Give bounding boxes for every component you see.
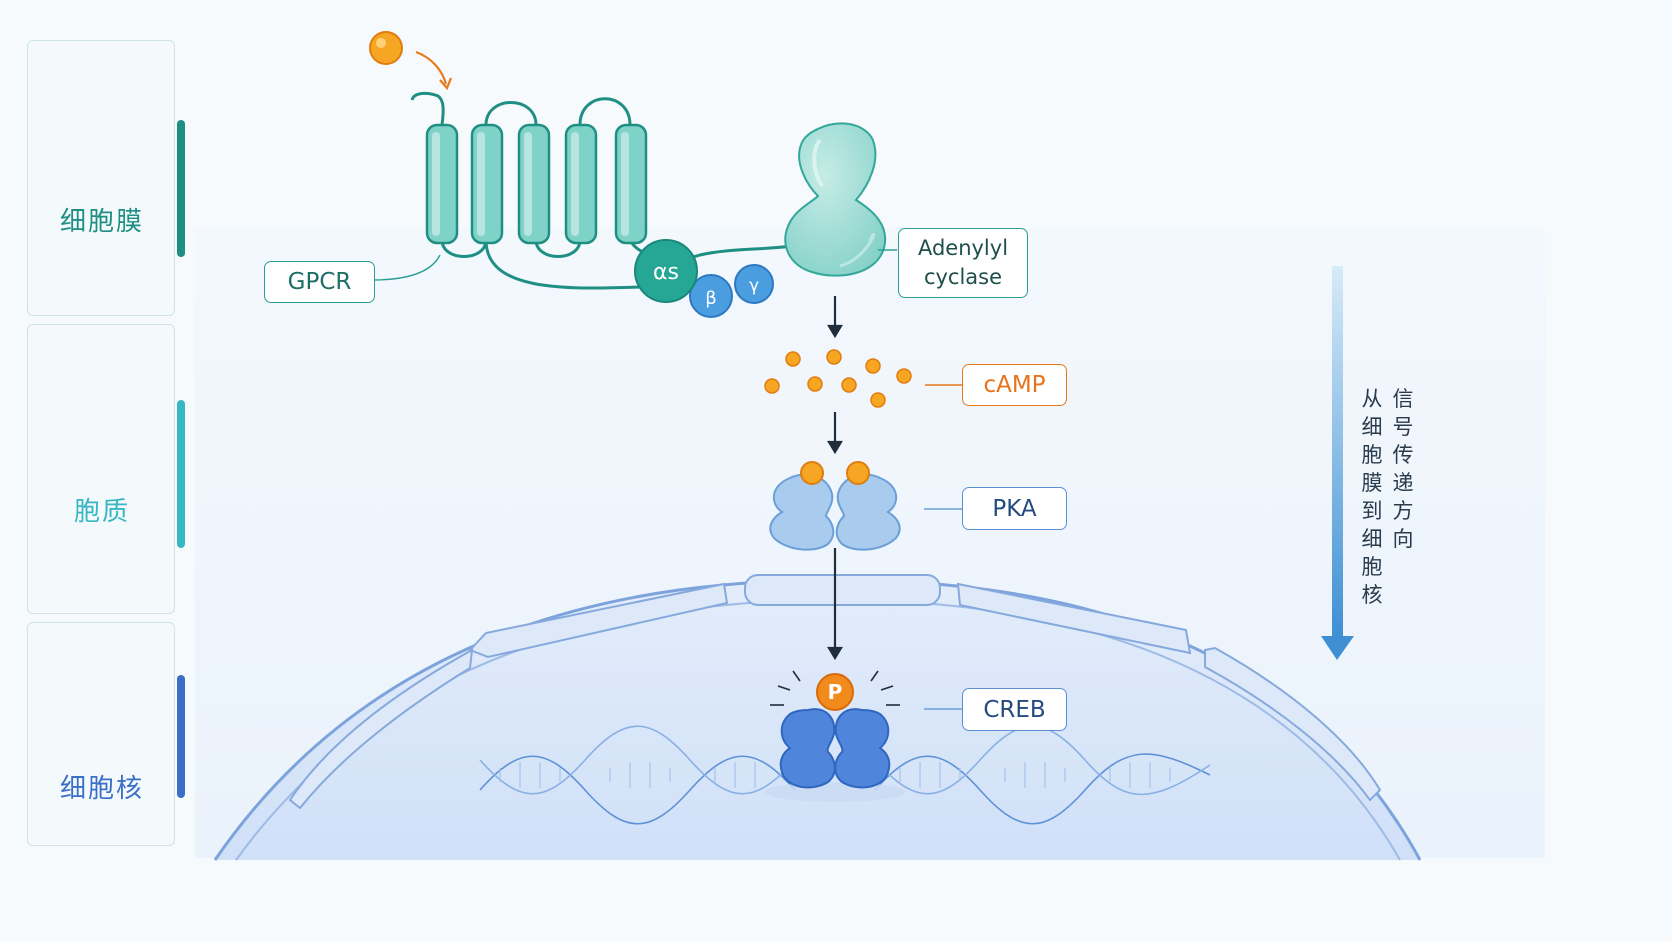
direction-char: 号 — [1392, 415, 1414, 439]
nuclear-envelope-segment — [1204, 646, 1382, 802]
direction-text-signal: 信号传递方向 — [1389, 385, 1417, 553]
nuclear-envelope-segment — [288, 648, 474, 810]
ligand-molecule — [369, 31, 403, 65]
phosphate-group — [816, 673, 854, 711]
beta-subunit — [689, 274, 733, 318]
direction-char: 细 — [1361, 527, 1383, 551]
pathway-arrows — [827, 296, 843, 661]
gpcr-leader-line — [371, 254, 441, 281]
direction-char: 传 — [1392, 443, 1414, 467]
direction-arrow-head — [1321, 636, 1354, 660]
panel-cytoplasm-label: 胞质 — [73, 497, 130, 527]
direction-char: 方 — [1392, 499, 1414, 523]
adenylyl-cyclase-enzyme — [784, 122, 887, 277]
direction-arrow-shaft — [1332, 266, 1343, 638]
ligand-arrow — [415, 50, 448, 85]
creb-complex — [765, 670, 905, 802]
panel-nucleus: 细胞核 — [27, 622, 175, 846]
nuclear-envelope-segment — [744, 574, 941, 606]
direction-char: 核 — [1361, 583, 1383, 607]
nuclear-envelope-segment — [956, 582, 1192, 655]
alpha-subunit-label: αs — [653, 260, 679, 285]
adenylyl-cyclase-label: Adenylyl cyclase — [898, 228, 1028, 298]
direction-char: 从 — [1361, 387, 1383, 411]
direction-text-from: 从细胞膜到细胞核 — [1358, 385, 1386, 609]
camp-molecules — [764, 349, 912, 408]
panel-membrane-label: 细胞膜 — [59, 207, 144, 237]
phospho-sparks — [770, 670, 900, 706]
direction-char: 胞 — [1361, 443, 1383, 467]
direction-char: 膜 — [1361, 471, 1383, 495]
phosphate-label: P — [828, 680, 843, 704]
adenylyl-cyclase-line-1: Adenylyl — [917, 236, 1009, 260]
panel-nucleus-bar — [177, 675, 185, 798]
panel-cytoplasm: 胞质 — [27, 324, 175, 614]
dna-helix — [479, 725, 1211, 825]
ligand-highlight — [376, 38, 386, 48]
direction-char: 细 — [1361, 415, 1383, 439]
gpcr-receptor — [371, 91, 801, 290]
direction-char: 信 — [1392, 387, 1414, 411]
gamma-subunit-label: γ — [749, 276, 759, 296]
ligand-arrow-head — [439, 77, 453, 91]
signaling-diagram: αs β γ P 细胞膜 胞质 细胞核 GPCR Adenylyl cyclas… — [27, 31, 1545, 861]
g-protein — [634, 239, 774, 318]
direction-char: 向 — [1392, 527, 1414, 551]
creb-label: CREB — [962, 688, 1067, 731]
direction-char: 递 — [1392, 471, 1414, 495]
gpcr-label: GPCR — [264, 261, 375, 303]
direction-char: 到 — [1361, 499, 1383, 523]
pka-label: PKA — [962, 487, 1067, 530]
nuclear-envelope-segment — [468, 582, 729, 659]
direction-char: 胞 — [1361, 555, 1383, 579]
beta-subunit-label: β — [705, 288, 717, 309]
panel-membrane-bar — [177, 120, 185, 257]
panel-nucleus-label: 细胞核 — [59, 774, 144, 804]
panel-cytoplasm-bar — [177, 400, 185, 548]
panel-membrane: 细胞膜 — [27, 40, 175, 316]
camp-label: cAMP — [962, 364, 1067, 406]
diagram-canvas: αs β γ P — [59, 31, 1545, 861]
pka-complex — [769, 461, 901, 551]
adenylyl-cyclase-line-2: cyclase — [923, 265, 1003, 289]
gamma-subunit — [734, 264, 774, 304]
alpha-subunit — [634, 239, 698, 303]
